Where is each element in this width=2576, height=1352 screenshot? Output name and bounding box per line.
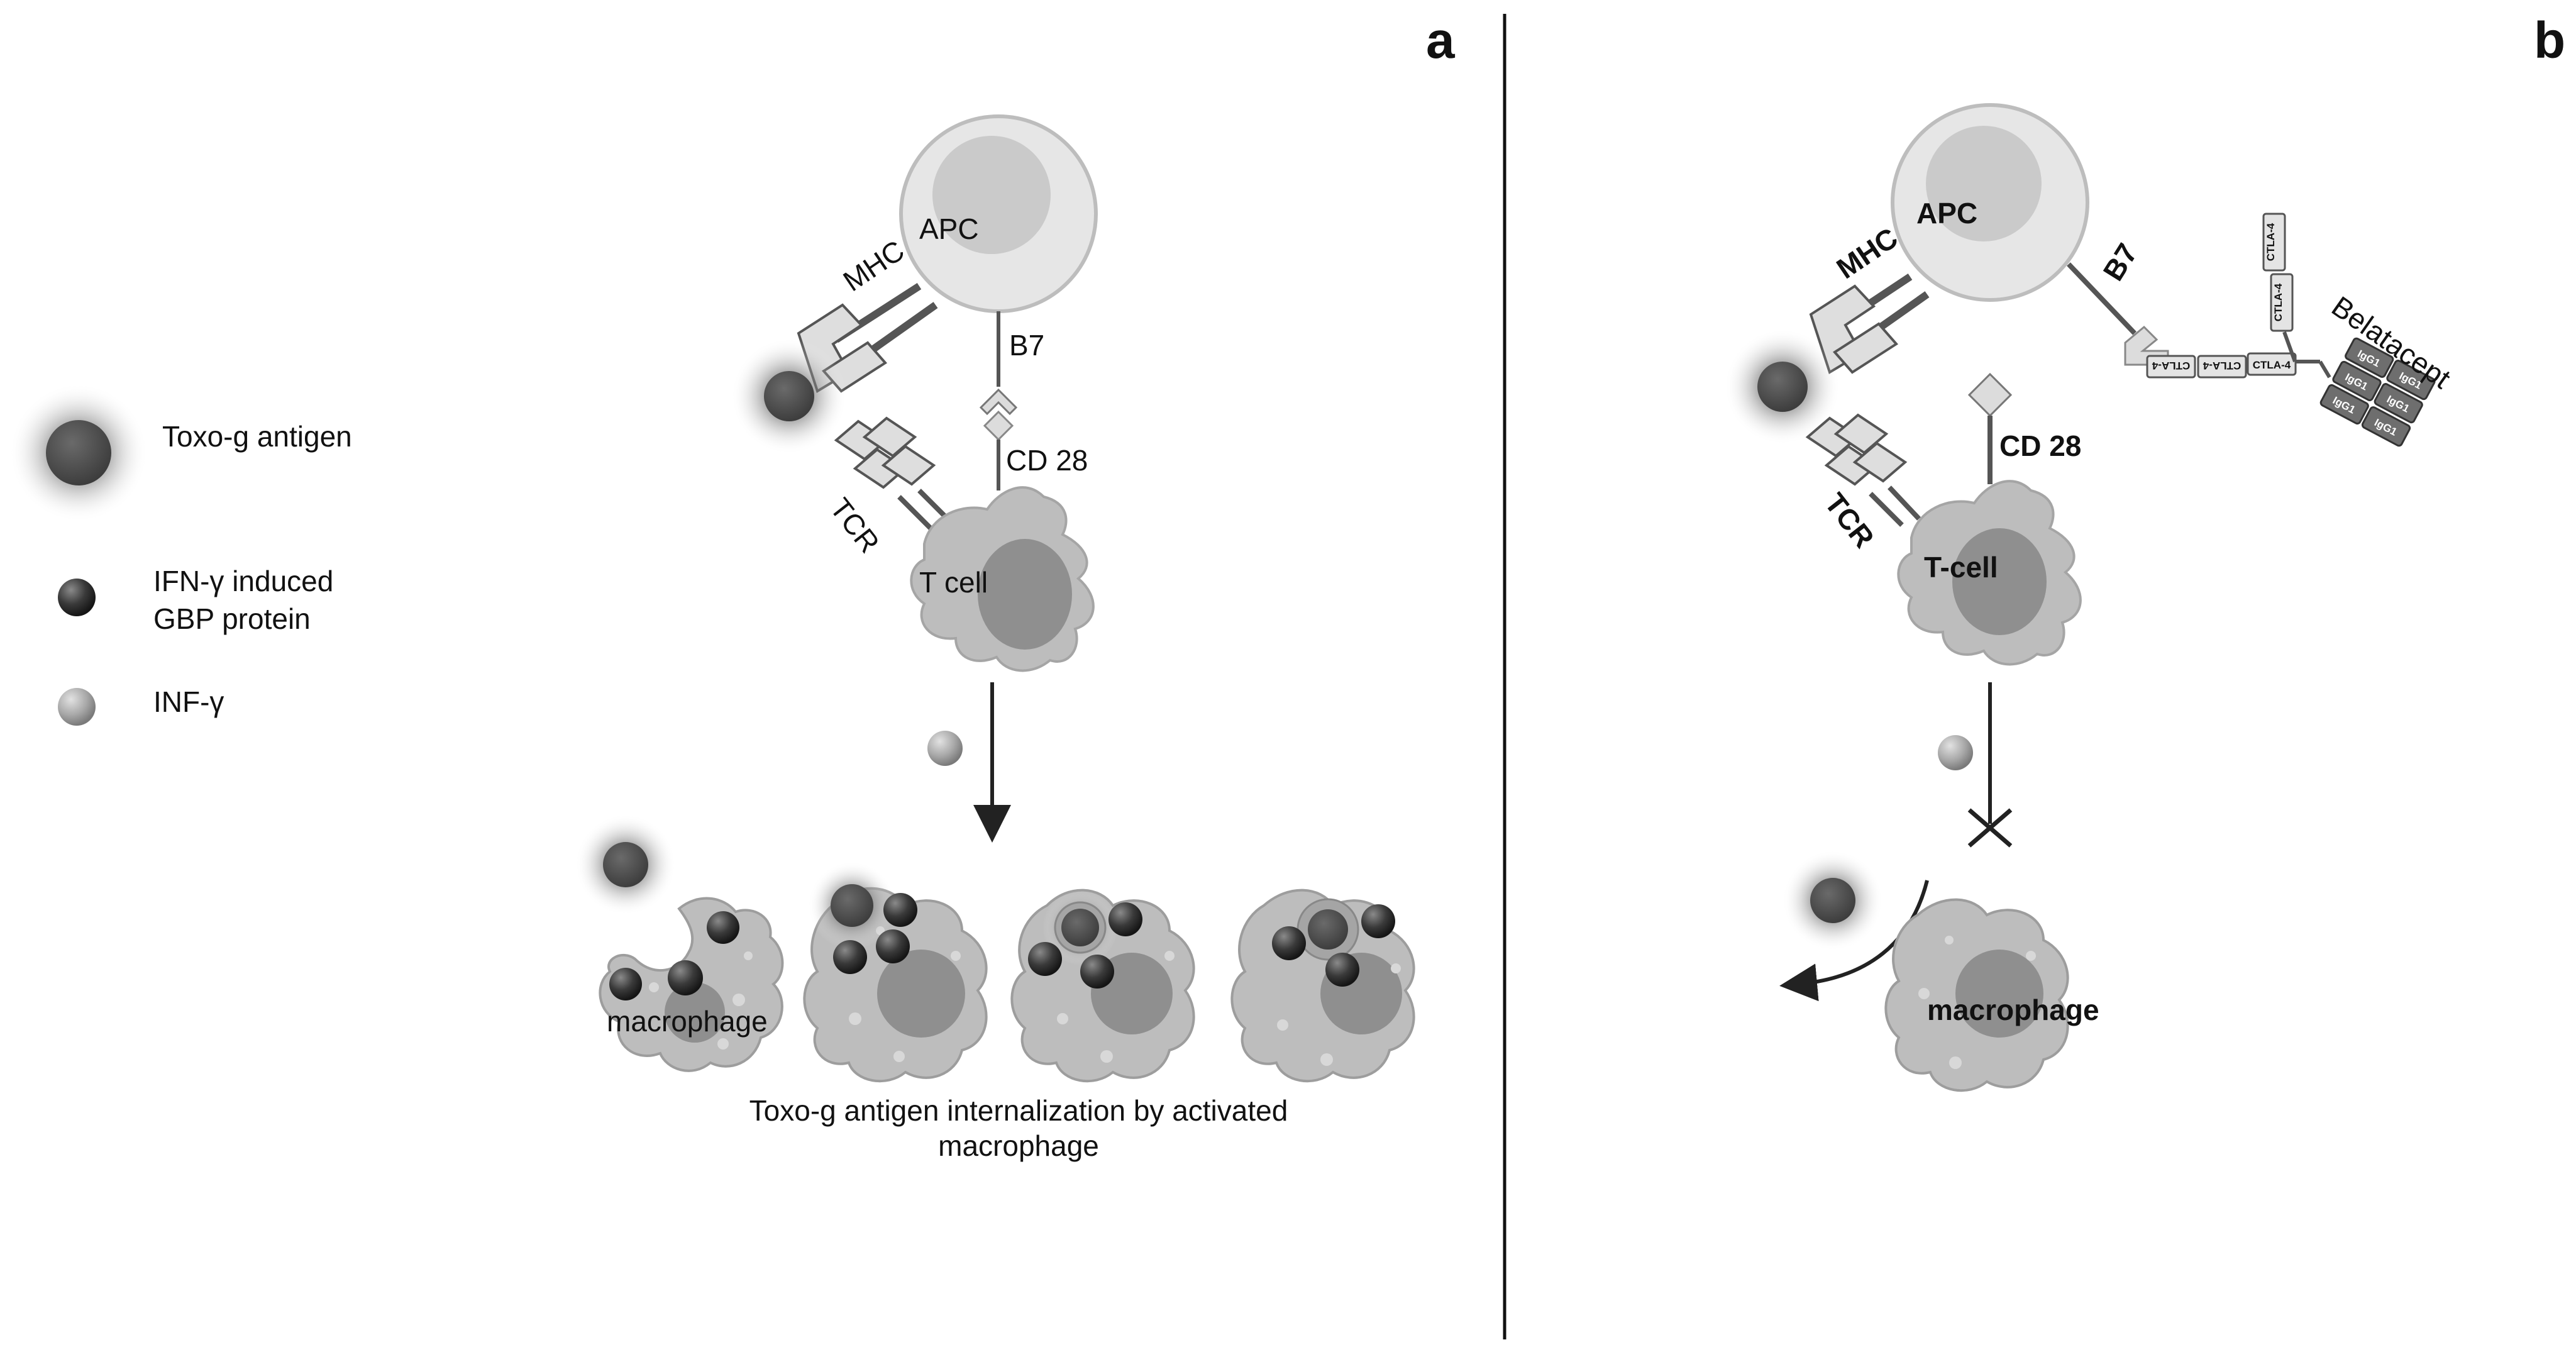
panel-b-ctla4-label-3: CTLA-4 [2253,359,2291,371]
panel-b-letter: b [2534,12,2565,69]
legend-gbp-protein-icon [58,579,96,616]
panel-a-macrophage-2 [803,862,988,1083]
panel-b-macrophage-label: macrophage [1927,994,2099,1026]
panel-a-macrophage-3 [1010,889,1195,1083]
legend-inf-gamma-icon [58,688,96,726]
panel-b-apc-cell [1891,103,2089,302]
legend-inf-label: INF-γ [153,685,224,718]
legend-gbp-label-line2: GBP protein [153,602,311,635]
panel-a-free-antigen [603,842,648,887]
panel-b-ctla4-label-2: CTLA-4 [2203,360,2241,372]
panel-b-apc-label: APC [1916,197,1977,230]
panel-b-free-antigen [1810,878,1855,923]
panel-b-b7-label: B7 [2096,238,2143,286]
panel-a: a APC MHC B7 CD 28 [575,12,1456,1162]
panel-a-macrophage-1 [599,897,784,1072]
panel-a-b7-label: B7 [1009,329,1044,362]
panel-a-macrophage-4 [1230,889,1415,1083]
panel-b: b APC MHC B7 CTLA-4 CTLA-4 CTLA- [1725,12,2565,1092]
panel-a-caption-line2: macrophage [938,1129,1099,1162]
panel-b-escape-arrow [1779,880,1929,1002]
panel-a-inf-gamma [927,731,963,766]
panel-a-caption-line1: Toxo-g antigen internalization by activa… [749,1094,1288,1127]
panel-b-tcr-receptor [1805,413,1921,527]
panel-b-ctla4-label-1: CTLA-4 [2152,360,2190,372]
panel-a-letter: a [1426,12,1456,69]
panel-a-b7-receptor [979,388,1018,416]
panel-a-tcr-label: TCR [824,492,886,559]
panel-b-mhc-label: MHC [1831,221,1904,285]
panel-a-antigen [764,371,814,421]
panel-b-antigen [1757,362,1808,412]
panel-b-tcell-label: T-cell [1924,551,1998,584]
panel-b-cd28-receptor [1967,372,2013,418]
panel-b-belatacept-igg1: IgG1 IgG1 IgG1 IgG1 IgG1 IgG1 [2318,337,2436,447]
panel-b-inf-gamma [1938,735,1973,770]
panel-b-block-x-icon [1967,808,2013,848]
legend-toxo-label: Toxo-g antigen [162,420,352,453]
panel-b-cd28-label: CD 28 [1999,429,2081,462]
legend-gbp-label-line1: IFN-γ induced [153,565,333,597]
panel-a-mhc-label: MHC [837,234,910,298]
panel-a-apc-label: APC [919,213,979,245]
panel-b-ctla4-complex: CTLA-4 CTLA-4 CTLA-4 CTLA-4 CTLA-4 [2146,213,2320,379]
panel-a-tcell-label: T cell [919,566,988,599]
panel-a-tcr-receptor [834,416,951,530]
panel-b-ctla4-label-4: CTLA-4 [2265,223,2277,261]
panel-a-t-cell [910,486,1095,672]
panel-b-ctla4-label-5: CTLA-4 [2272,283,2284,321]
panel-b-t-cell [1897,480,2082,666]
panel-b-b7-stalk [2067,262,2137,335]
panel-a-cd28-receptor [983,410,1014,441]
panel-a-cd28-label: CD 28 [1006,444,1088,477]
panel-b-macrophage [1884,898,2069,1092]
panel-a-macrophage-label: macrophage [607,1005,768,1038]
legend: Toxo-g antigen IFN-γ induced GBP protein… [9,384,352,726]
